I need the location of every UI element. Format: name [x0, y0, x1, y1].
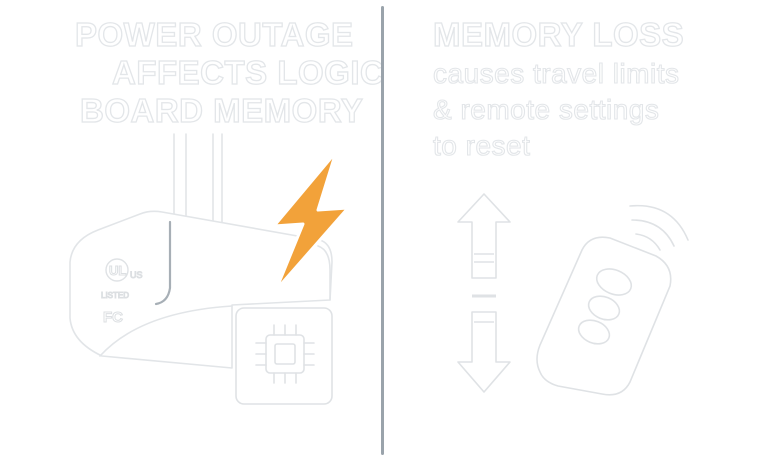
- body-line-3: to reset: [432, 129, 531, 161]
- remote-control-icon: [536, 204, 689, 396]
- ul-listed-mark: UL US LISTED: [101, 258, 143, 301]
- fc-mark: FC: [103, 309, 123, 326]
- housing-accent-line: [154, 220, 172, 306]
- reset-illustration: [457, 193, 689, 396]
- up-down-arrows-icon: [457, 193, 511, 393]
- headline-line-1: POWER OUTAGE: [74, 15, 354, 53]
- listed-label: LISTED: [101, 291, 129, 300]
- body-line-2: & remote settings: [432, 93, 660, 125]
- ul-mark-text: UL: [109, 263, 126, 278]
- left-panel: POWER OUTAGE AFFECTS LOGIC BOARD MEMORY …: [0, 0, 385, 461]
- panel-divider: [381, 6, 384, 455]
- garage-opener-illustration: UL US LISTED FC: [69, 133, 350, 405]
- body-line-1: causes travel limits: [432, 57, 680, 89]
- headline-line-3: BOARD MEMORY: [79, 91, 364, 129]
- ul-sub-text: US: [130, 270, 143, 280]
- headline-line-2: AFFECTS LOGIC: [111, 53, 385, 91]
- right-panel: MEMORY LOSS causes travel limits & remot…: [386, 0, 768, 461]
- memory-loss-title: MEMORY LOSS: [432, 15, 685, 53]
- lightning-bolt-icon: [272, 150, 350, 292]
- circuit-chip-icon: [235, 307, 333, 405]
